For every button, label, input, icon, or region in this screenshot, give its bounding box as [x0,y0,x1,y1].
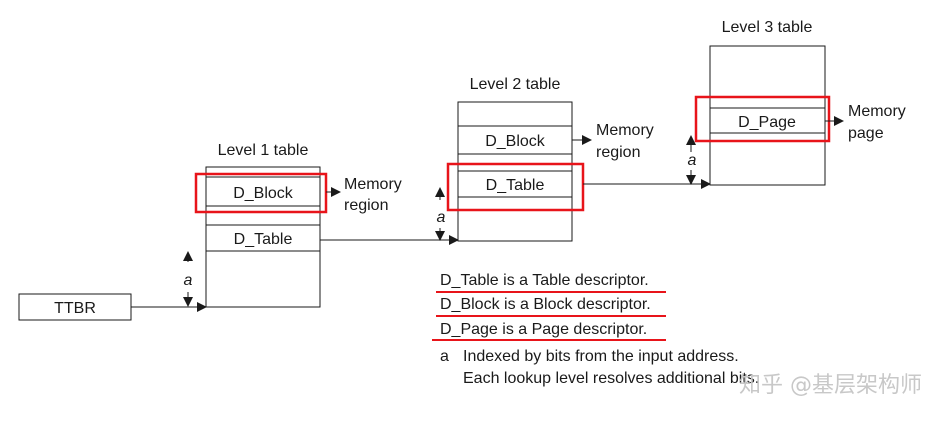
level3-table [709,45,826,186]
level2-block-entry: D_Block [485,133,546,150]
level2-title: Level 2 table [470,76,561,93]
ttbr-label: TTBR [54,300,96,317]
level1-block-entry: D_Block [233,185,294,202]
level3-index-label: a [688,152,697,169]
legend-page-descriptor: D_Page is a Page descriptor. [440,321,647,338]
level1-title: Level 1 table [218,142,309,159]
level3-page-highlight [694,95,831,143]
level2-table-entry: D_Table [486,177,545,194]
level2-table-highlight [446,162,585,212]
legend-a-key: a [440,348,449,365]
legend-a-line2: Each lookup level resolves additional bi… [463,370,759,387]
level1-table [205,166,321,308]
legend-a-line1: Indexed by bits from the input address. [463,348,739,365]
level3-memory-page: Memory page [848,103,910,142]
level1-index-label: a [184,272,193,289]
legend-block-descriptor: D_Block is a Block descriptor. [440,296,651,313]
ttbr-box [18,293,132,321]
level3-page-entry: D_Page [738,114,796,131]
level2-memory-region: Memory region [596,122,658,161]
legend-table-descriptor: D_Table is a Table descriptor. [440,272,649,289]
level3-title: Level 3 table [722,19,813,36]
watermark: 知乎 @基层架构师 [739,373,922,398]
level1-memory-region: Memory region [344,176,406,214]
level1-block-highlight [194,172,328,214]
level1-table-entry: D_Table [234,231,293,248]
level2-index-label: a [437,209,446,226]
